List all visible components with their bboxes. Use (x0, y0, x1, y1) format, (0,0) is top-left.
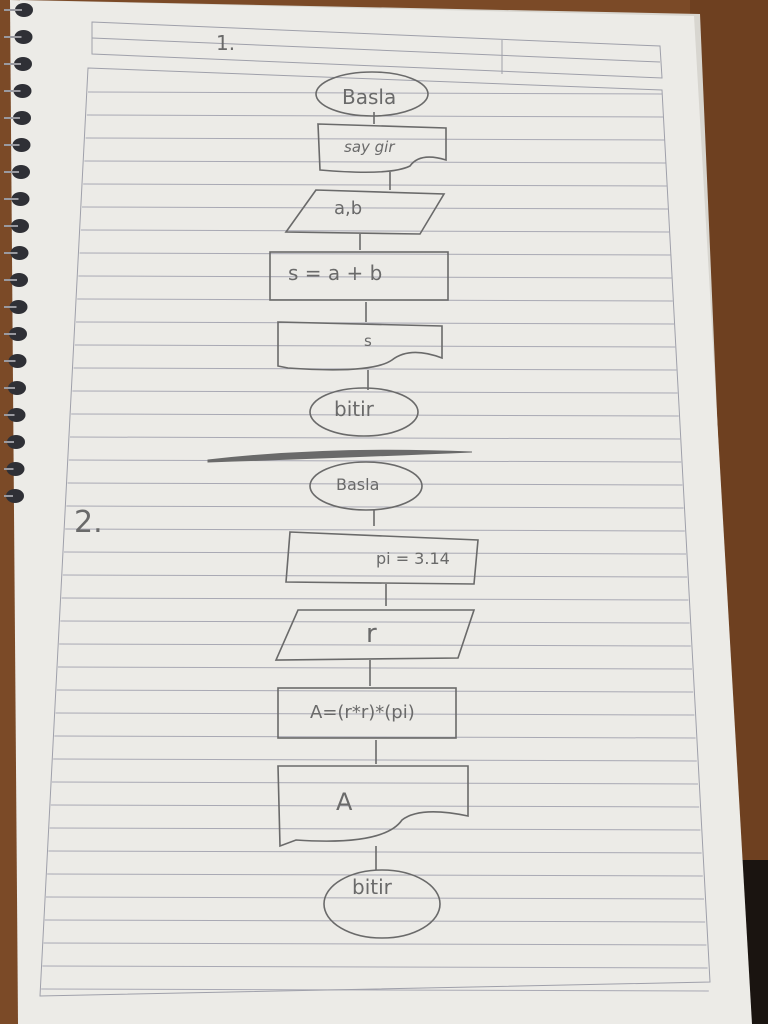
flowchart-2 (274, 461, 479, 939)
input-prompt-label-1: say gir (344, 138, 395, 156)
output-label-2: A (336, 788, 353, 816)
ruled-line (72, 390, 678, 394)
ruled-line (65, 528, 685, 532)
spiral-ring (8, 381, 26, 395)
input-parallelogram-2 (274, 609, 476, 661)
ruled-line (57, 666, 693, 670)
ruled-line (51, 781, 699, 785)
constant-box-2 (285, 531, 479, 585)
ruled-line (69, 436, 681, 440)
spiral-ring (8, 354, 27, 368)
problem-number-1: 1. (216, 31, 235, 55)
spiral-ring (14, 30, 33, 44)
ruled-line (61, 597, 689, 601)
process-box-2 (277, 687, 457, 739)
process-box-1 (269, 251, 449, 301)
ruled-line (44, 919, 706, 923)
spiral-ring (12, 165, 30, 179)
start-terminal-2 (309, 461, 423, 511)
ruled-line (54, 735, 696, 739)
ruled-line (73, 367, 677, 371)
start-terminal-1 (315, 71, 429, 117)
divider-stroke (207, 449, 473, 463)
spiral-ring (11, 192, 30, 206)
ruled-line (49, 827, 701, 831)
ruled-line (87, 91, 663, 95)
ruled-line (71, 413, 679, 417)
ruled-line (74, 344, 676, 348)
end-terminal-1 (309, 387, 419, 437)
spiral-ring (9, 327, 27, 341)
constant-label-2: pi = 3.14 (376, 549, 450, 568)
ruled-lines (41, 91, 709, 992)
ruled-line (42, 965, 708, 969)
input-var-label-2: r (366, 619, 377, 649)
start-label-1: Basla (342, 85, 396, 109)
spiral-ring (10, 273, 28, 287)
spiral-ring (13, 84, 32, 98)
flowchart-1 (269, 71, 449, 437)
ruled-line (63, 551, 687, 555)
ruled-line (78, 275, 672, 279)
output-box-1 (277, 321, 443, 371)
ruled-line (50, 804, 700, 808)
output-box-2 (277, 765, 469, 848)
ruled-line (41, 988, 709, 992)
ruled-line (47, 873, 703, 877)
process-label-1: s = a + b (288, 261, 382, 285)
ruled-line (85, 137, 665, 141)
spiral-ring (10, 246, 29, 260)
ruled-line (45, 896, 705, 900)
input-prompt-box-1 (317, 123, 447, 174)
input-parallelogram-1 (284, 189, 446, 235)
ruled-line (80, 229, 670, 233)
spiral-binding (4, 3, 33, 503)
spiral-ring (14, 57, 32, 71)
spiral-ring (15, 3, 33, 17)
ruled-line (60, 620, 690, 624)
spiral-ring (7, 408, 26, 422)
spiral-ring (13, 111, 31, 125)
spiral-ring (9, 300, 28, 314)
ruled-line (43, 942, 707, 946)
ruled-line (67, 482, 683, 486)
spiral-ring (6, 462, 25, 476)
input-vars-label-1: a,b (334, 198, 362, 219)
ruled-line (68, 459, 682, 463)
spiral-ring (11, 219, 29, 233)
ruled-line (55, 712, 695, 716)
ruled-line (84, 160, 666, 164)
spiral-ring (12, 138, 31, 152)
ruled-line (48, 850, 702, 854)
problem-number-2: 2. (74, 505, 103, 540)
ruled-line (75, 321, 675, 325)
end-label-1: bitir (334, 397, 375, 421)
page-margin-border (39, 67, 711, 997)
end-label-2: bitir (352, 875, 393, 899)
spiral-ring (7, 435, 25, 449)
ruled-line (83, 183, 667, 187)
ruled-line (66, 505, 684, 509)
ruled-line (59, 643, 691, 647)
start-label-2: Basla (336, 475, 379, 494)
header-box (91, 21, 663, 79)
ruled-line (56, 689, 694, 693)
ruled-line (53, 758, 697, 762)
process-label-2: A=(r*r)*(pi) (310, 702, 415, 723)
spiral-ring (6, 489, 24, 503)
ruled-line (62, 574, 688, 578)
notebook-sheet (10, 0, 752, 1024)
ruled-line (81, 206, 669, 210)
ruled-line (79, 252, 671, 256)
output-label-1: s (364, 332, 372, 350)
end-terminal-2 (323, 869, 441, 939)
